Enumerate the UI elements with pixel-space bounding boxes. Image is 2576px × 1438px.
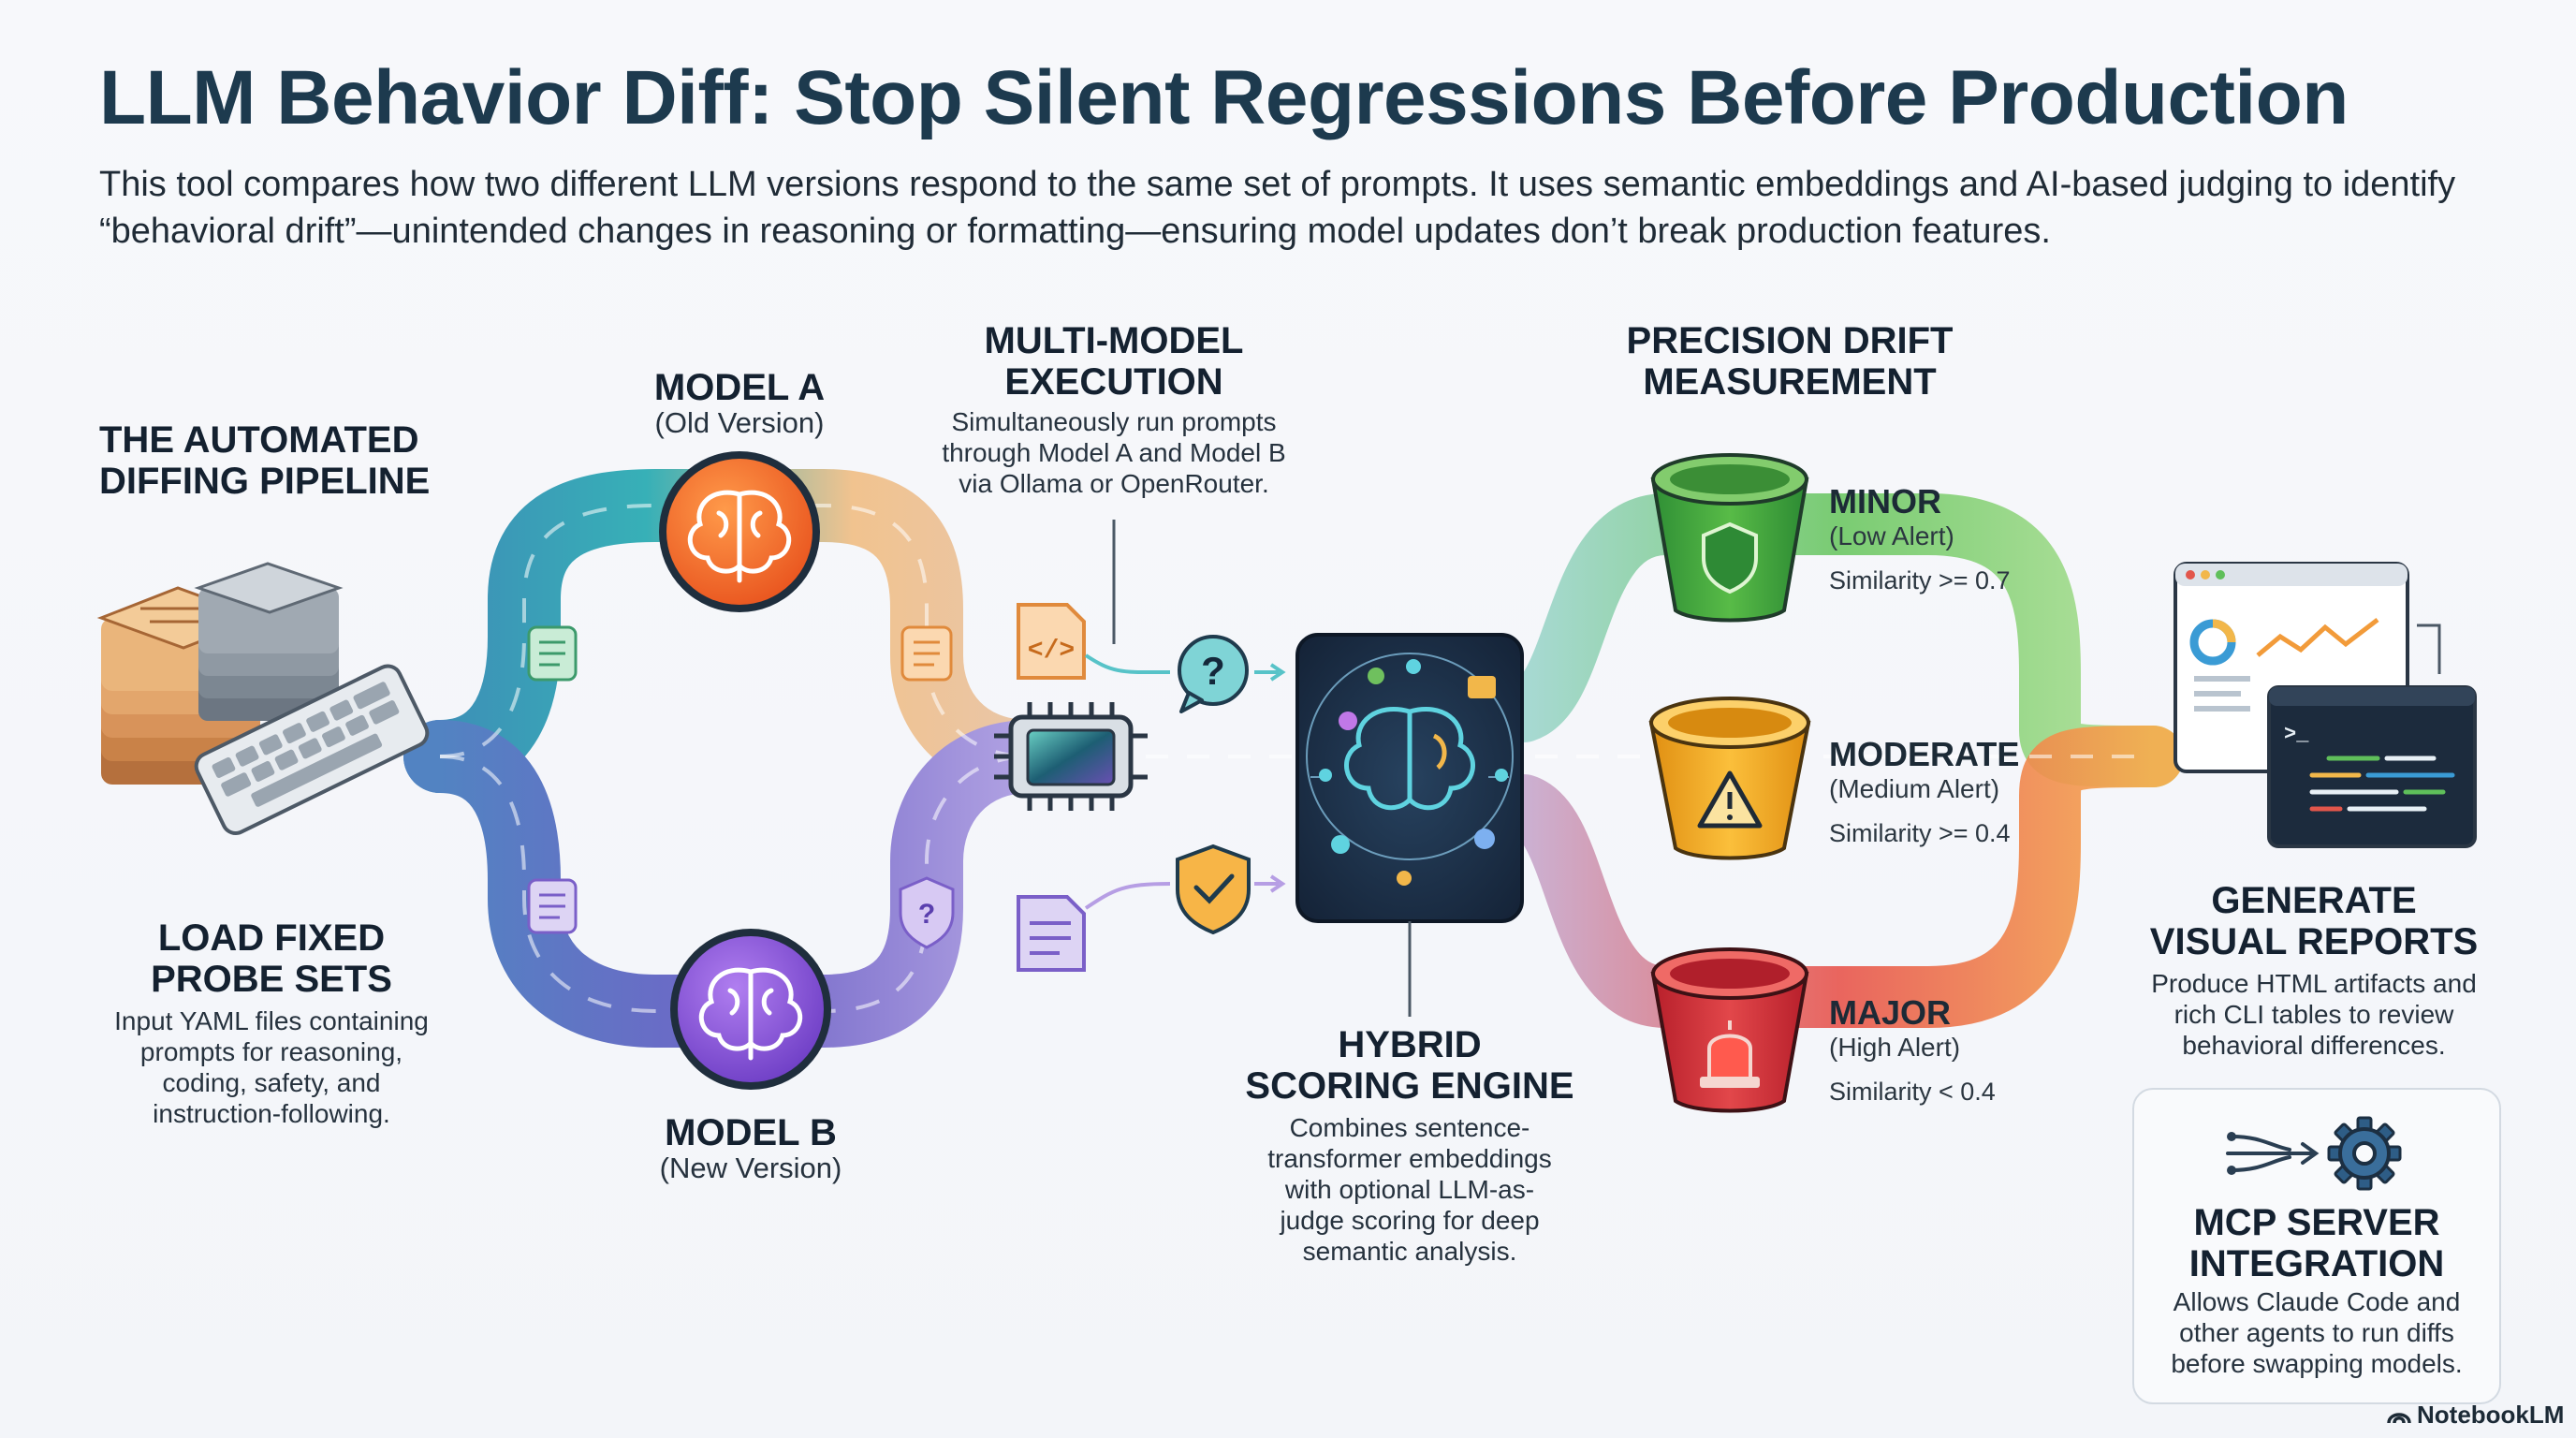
tier-minor-similarity: Similarity >= 0.7 [1829,566,2011,594]
svg-text:>_: >_ [2284,723,2309,746]
tier-minor-name: MINOR [1829,482,1941,521]
model-a-brain-icon [659,451,820,612]
document-icon-top-right [900,625,953,682]
shield-question-icon: ? [899,876,955,949]
major-bucket-icon [1650,947,1809,1113]
scoring-engine-brain-icon [1295,633,1524,923]
tier-moderate-alert: (Medium Alert) [1829,774,2000,803]
document-list-icon [1017,895,1086,972]
tier-moderate-similarity: Similarity >= 0.4 [1829,819,2011,847]
model-b-version: (New Version) [659,1152,842,1184]
tier-moderate: MODERATE (Medium Alert) Similarity >= 0.… [1829,736,2019,848]
page-subtitle: This tool compares how two different LLM… [99,165,2456,251]
tier-major-alert: (High Alert) [1829,1033,1961,1062]
svg-text:?: ? [918,899,935,930]
svg-text:?: ? [1201,649,1225,693]
code-file-icon: </> [1017,603,1086,680]
tier-major-name: MAJOR [1829,993,1952,1032]
model-a-title: MODEL A [653,367,826,408]
notebooklm-brand: NotebookLM [2387,1401,2564,1430]
brand-label: NotebookLM [2417,1401,2565,1429]
notebooklm-logo-icon [2387,1413,2411,1424]
tier-major-similarity: Similarity < 0.4 [1829,1078,1996,1106]
tier-major: MAJOR (High Alert) Similarity < 0.4 [1829,994,1996,1107]
svg-text:</>: </> [1028,637,1075,666]
processor-chip-icon [994,702,1148,811]
tier-moderate-name: MODERATE [1829,735,2020,773]
tier-minor: MINOR (Low Alert) Similarity >= 0.7 [1829,483,2011,595]
model-b-title: MODEL B [665,1112,837,1153]
tier-minor-alert: (Low Alert) [1829,521,1954,550]
probe-data-stack-icon [96,562,430,835]
moderate-bucket-icon [1648,697,1811,860]
document-icon-top-left [527,625,578,682]
shield-check-icon [1176,844,1251,935]
scoring-engine-description: Combines sentence-transformer embeddings… [1267,1113,1552,1266]
model-b-brain-icon [670,929,831,1090]
question-bubble-icon: ? [1178,635,1249,713]
mcp-network-gear-icon [2226,1116,2402,1191]
minor-bucket-icon [1650,453,1809,623]
page-title: LLM Behavior Diff: Stop Silent Regressio… [99,55,2349,140]
document-icon-bottom-left [527,878,578,934]
model-a-version: (Old Version) [654,406,825,439]
visual-report-dashboard-icon: >_ [2174,562,2477,848]
